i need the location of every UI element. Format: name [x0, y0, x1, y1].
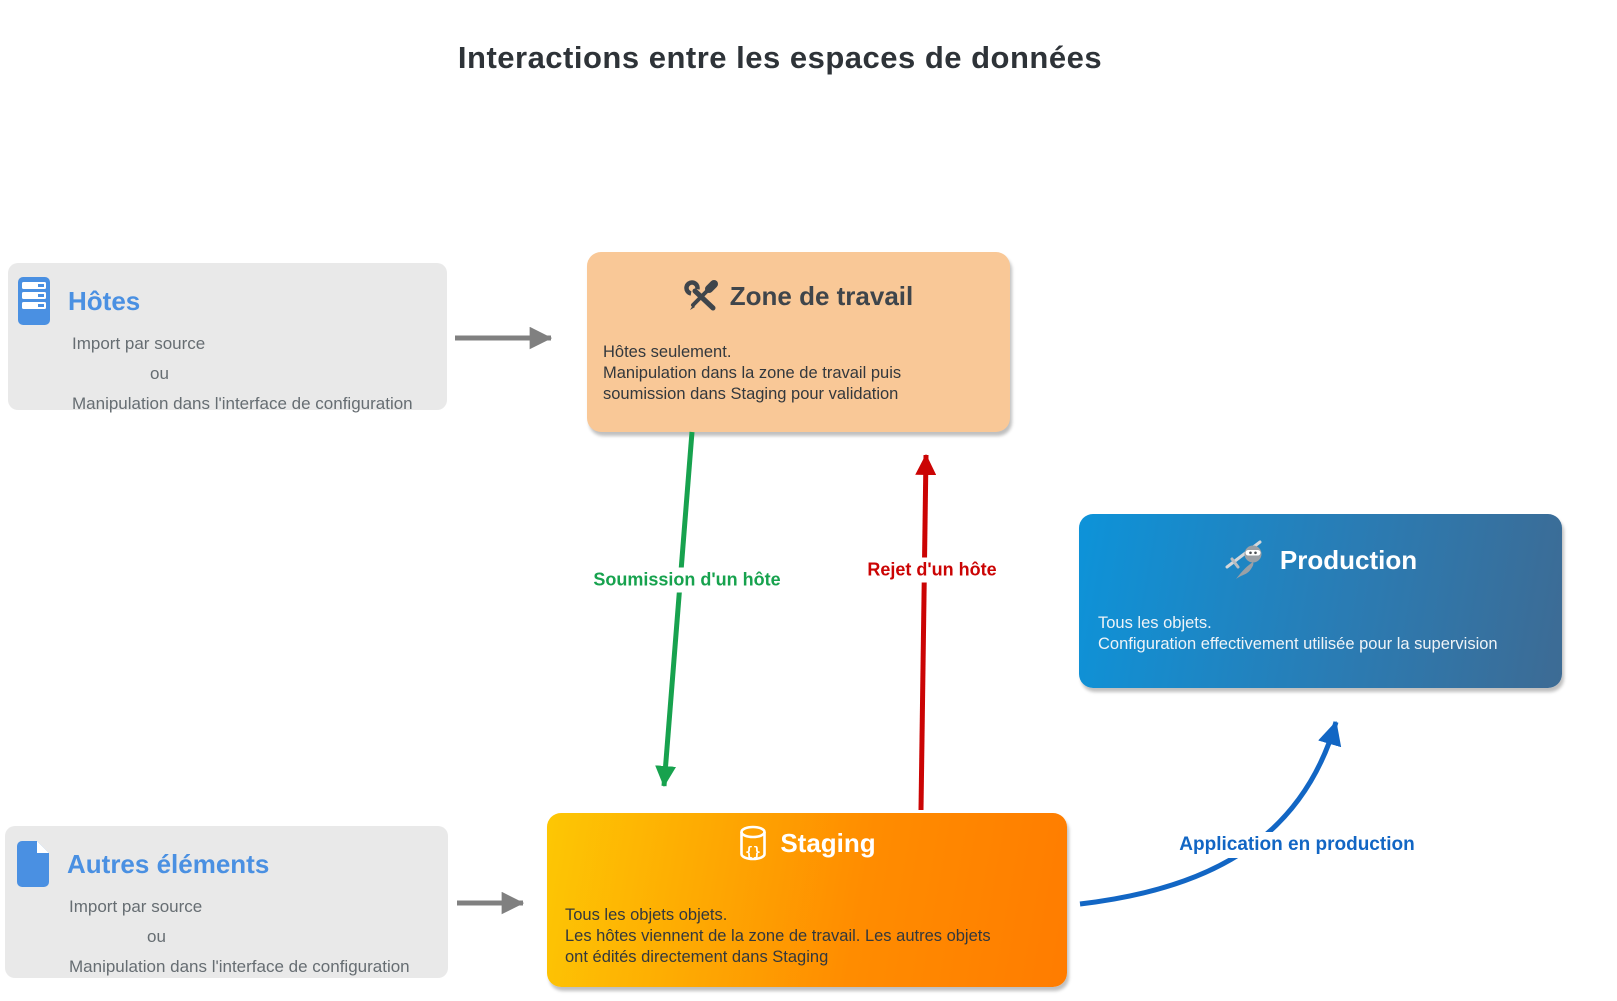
page-title: Interactions entre les espaces de donnée… — [457, 40, 1103, 75]
database-icon: {} — [740, 825, 767, 861]
document-icon — [17, 841, 49, 887]
staging-title: Staging — [780, 828, 876, 858]
box-body-line: ou — [147, 927, 166, 946]
box-body-line: Import par source — [69, 897, 203, 916]
tools-icon — [684, 280, 718, 311]
box-body-line: soumission dans Staging pour validation — [603, 385, 899, 403]
svg-text:{}: {} — [746, 845, 762, 860]
box-body-line: Hôtes seulement. — [603, 343, 732, 361]
zone-header: Zone de travail — [587, 252, 1010, 314]
hotes-title: Hôtes — [68, 285, 141, 316]
arrow-rejet — [915, 453, 937, 811]
arrow-soumission — [655, 431, 695, 788]
ninja-icon — [1225, 540, 1262, 579]
staging-header: {} Staging — [547, 813, 1067, 861]
autres-elements-box: Autres éléments Import par source ou Man… — [5, 826, 448, 978]
box-body-line: Import par source — [72, 334, 206, 353]
box-body-line: Tous les objets. — [1098, 614, 1212, 632]
production-box: Production Tous les objets. Configuratio… — [1079, 514, 1562, 688]
server-icon — [18, 277, 50, 325]
staging-box: {} Staging Tous les objets objets. Les h… — [547, 813, 1067, 987]
production-header: Production — [1079, 514, 1562, 581]
arrow-application — [1079, 720, 1342, 907]
autres-body: Import par source ou Manipulation dans l… — [5, 888, 448, 982]
autres-title: Autres éléments — [67, 848, 270, 879]
application-label: Application en production — [1175, 832, 1419, 858]
box-body-line: Tous les objets objets. — [565, 906, 728, 924]
box-body-line: Les hôtes viennent de la zone de travail… — [565, 927, 991, 945]
production-body: Tous les objets. Configuration effective… — [1098, 613, 1548, 655]
zone-body: Hôtes seulement. Manipulation dans la zo… — [603, 342, 996, 405]
autres-header: Autres éléments — [5, 826, 448, 888]
hotes-body: Import par source ou Manipulation dans l… — [8, 325, 447, 419]
staging-body: Tous les objets objets. Les hôtes vienne… — [565, 905, 1053, 968]
box-body-line: Manipulation dans la zone de travail pui… — [603, 364, 902, 382]
box-body-line: Configuration effectivement utilisée pou… — [1098, 635, 1498, 653]
box-body-line: Manipulation dans l'interface de configu… — [72, 394, 413, 413]
zone-title: Zone de travail — [729, 281, 914, 311]
soumission-label: Soumission d'un hôte — [589, 567, 785, 593]
box-body-line: ou — [150, 364, 169, 383]
box-body-line: Manipulation dans l'interface de configu… — [69, 957, 410, 976]
production-title: Production — [1279, 545, 1418, 575]
rejet-label: Rejet d'un hôte — [863, 557, 1001, 583]
hotes-header: Hôtes — [8, 263, 447, 325]
zone-de-travail-box: Zone de travail Hôtes seulement. Manipul… — [587, 252, 1010, 432]
box-body-line: ont édités directement dans Staging — [565, 948, 829, 966]
hotes-box: Hôtes Import par source ou Manipulation … — [8, 263, 447, 413]
